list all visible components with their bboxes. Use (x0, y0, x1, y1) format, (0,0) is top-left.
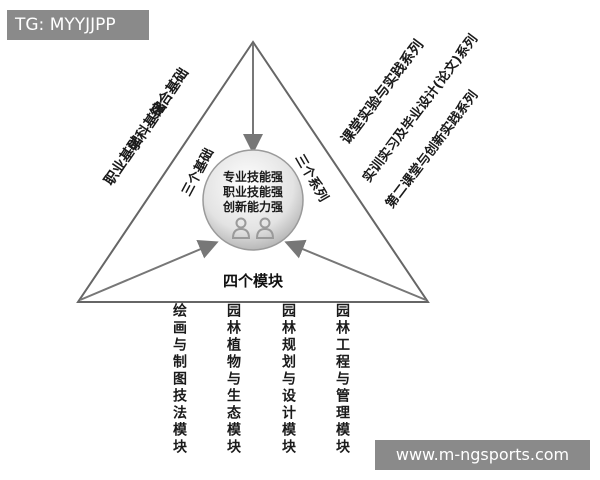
center-line-1: 专业技能强 (222, 170, 283, 184)
arrow-right (284, 239, 427, 301)
triangle-outline (76, 40, 430, 303)
url-watermark: www.m-ngsports.com (375, 440, 590, 470)
two-people-icon (231, 217, 275, 239)
center-line-2: 职业技能强 (222, 185, 283, 199)
arrow-left (79, 240, 219, 301)
module-2: 园林植物与生态模块 (225, 303, 241, 456)
module-3: 园林规划与设计模块 (280, 303, 296, 456)
module-1: 绘画与制图技法模块 (171, 303, 187, 456)
four-modules-label: 四个模块 (222, 272, 283, 290)
center-text-block: 专业技能强 职业技能强 创新能力强 (205, 170, 301, 215)
center-line-3: 创新能力强 (222, 200, 283, 214)
module-4: 园林工程与管理模块 (334, 303, 350, 456)
center-ball (202, 149, 304, 251)
tg-watermark: TG: MYYJJPP (7, 10, 149, 40)
